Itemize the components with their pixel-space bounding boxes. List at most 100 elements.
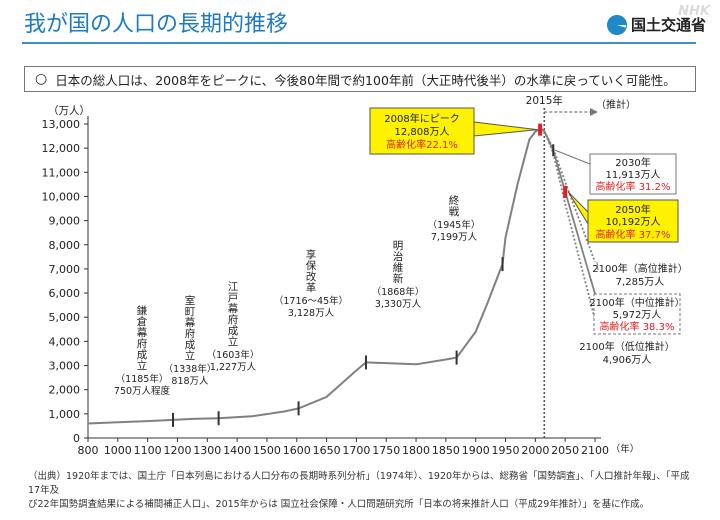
peak-callout-box bbox=[369, 107, 475, 155]
event-name-char: 戸 bbox=[228, 292, 239, 304]
projection-start-label: 2015年 bbox=[526, 94, 563, 107]
summary-bullet: ○ bbox=[35, 71, 48, 87]
event-name-char: 幕 bbox=[185, 316, 196, 329]
ministry-logo: 国土交通省 bbox=[606, 14, 706, 35]
x-tick-label: 1100 bbox=[134, 444, 162, 457]
y-tick-label: 1,000 bbox=[49, 408, 81, 421]
event-name-char: 新 bbox=[393, 272, 404, 285]
label-2050-rate: 高齢化率 37.7% bbox=[596, 228, 671, 241]
y-axis-label: （万人） bbox=[48, 105, 90, 117]
event-detail: （1603年） bbox=[207, 349, 260, 361]
event-name-char: 立 bbox=[228, 335, 239, 348]
event-name-char: 町 bbox=[185, 306, 196, 318]
watermark: NHK bbox=[678, 4, 710, 19]
summary-box: ○ 日本の総人口は、2008年をピークに、今後80年間で約100年前（大正時代後… bbox=[24, 66, 696, 92]
x-tick-label: 1600 bbox=[283, 444, 311, 457]
label-high-pointer bbox=[596, 261, 599, 271]
marker-2050 bbox=[563, 185, 568, 198]
x-axis-label: （年） bbox=[611, 443, 640, 455]
y-tick-label: 0 bbox=[73, 432, 80, 445]
page-title: 我が国の人口の長期的推移 bbox=[24, 12, 289, 37]
event-amount: 7,199万人 bbox=[431, 232, 478, 243]
label-2050-value: 10,192万人 bbox=[606, 216, 661, 228]
event-name-char: 戦 bbox=[449, 205, 460, 218]
event-name-char: 成 bbox=[137, 349, 148, 361]
x-tick-label: 1000 bbox=[104, 444, 132, 457]
event-detail: （1945年） bbox=[428, 219, 481, 231]
y-tick-label: 13,000 bbox=[42, 118, 81, 131]
peak-marker bbox=[538, 123, 543, 136]
y-tick-label: 3,000 bbox=[49, 360, 81, 373]
event-name-char: 改 bbox=[306, 270, 317, 283]
x-tick-label: 2050 bbox=[551, 444, 579, 457]
x-tick-label: 2000 bbox=[521, 444, 549, 457]
event-name-char: 治 bbox=[393, 250, 404, 263]
x-tick-label: 1500 bbox=[253, 444, 281, 457]
projection-arrow-head bbox=[590, 108, 598, 116]
x-tick-label: 2100 bbox=[581, 444, 609, 457]
label-mid-rate: 高齢化率 38.3% bbox=[600, 320, 675, 333]
x-tick-label: 1800 bbox=[402, 444, 430, 457]
x-tick-label: 1300 bbox=[193, 444, 221, 457]
callout-2030-pointer bbox=[555, 149, 591, 165]
event-name-char: 江 bbox=[228, 281, 239, 293]
label-high-value: 7,285万人 bbox=[616, 276, 665, 288]
event-detail: （1716～45年） bbox=[274, 295, 348, 307]
event-name-char: 成 bbox=[185, 339, 196, 351]
source-line-1: （出典）1920年までは、国土庁「日本列島における人口分布の長期時系列分析」（1… bbox=[28, 471, 690, 496]
y-tick-label: 12,000 bbox=[42, 142, 81, 155]
event-amount: 3,330万人 bbox=[375, 299, 422, 310]
event-name-char: 革 bbox=[306, 281, 317, 294]
event-name-char: 成 bbox=[228, 325, 239, 337]
y-tick-label: 4,000 bbox=[49, 335, 81, 348]
event-name-char: 府 bbox=[185, 327, 196, 340]
label-2030-rate: 高齢化率 31.2% bbox=[596, 180, 671, 193]
x-tick-label: 1200 bbox=[163, 444, 191, 457]
event-amount: 3,128万人 bbox=[288, 308, 335, 319]
event-name-char: 鎌 bbox=[137, 304, 148, 317]
event-detail: （1185年） bbox=[116, 373, 169, 385]
ministry-name: 国土交通省 bbox=[630, 16, 706, 34]
y-tick-label: 7,000 bbox=[49, 263, 81, 276]
callout-mid-box bbox=[593, 293, 681, 335]
ministry-emblem-icon bbox=[606, 14, 627, 35]
callout-2050-box bbox=[587, 199, 679, 243]
title-divider bbox=[22, 42, 696, 44]
callout-2050-pointer bbox=[567, 191, 589, 226]
series-line-projection_mid bbox=[543, 130, 596, 295]
source-footer: （出典）1920年までは、国土庁「日本列島における人口分布の長期時系列分析」（1… bbox=[28, 470, 698, 512]
event-name-char: 保 bbox=[306, 259, 317, 272]
event-name-char: 府 bbox=[228, 313, 239, 326]
event-name-char: 倉 bbox=[137, 315, 148, 328]
event-name-char: 維 bbox=[393, 261, 404, 274]
x-tick-label: 1650 bbox=[313, 444, 341, 457]
event-name-char: 室 bbox=[185, 294, 196, 307]
event-amount: 750万人程度 bbox=[114, 385, 171, 397]
event-detail: （1338年） bbox=[164, 363, 217, 375]
series-line-historical bbox=[87, 127, 545, 425]
event-name-char: 府 bbox=[137, 337, 148, 350]
summary-text: 日本の総人口は、2008年をピークに、今後80年間で約100年前（大正時代後半）… bbox=[55, 72, 676, 88]
label-high-2100: 2100年（高位推計） bbox=[592, 262, 687, 275]
y-tick-label: 8,000 bbox=[49, 239, 81, 252]
y-tick-label: 9,000 bbox=[49, 215, 81, 228]
event-amount: 818万人 bbox=[171, 376, 209, 387]
event-name-char: 幕 bbox=[228, 302, 239, 315]
source-line-2: び22年国勢調査結果による補間補正人口」、2015年からは 国立社会保障・人口問… bbox=[28, 499, 650, 510]
callout-2030-box bbox=[589, 153, 677, 195]
x-tick-label: 800 bbox=[78, 444, 99, 457]
event-name-char: 幕 bbox=[137, 326, 148, 339]
event-name-char: 立 bbox=[137, 359, 148, 372]
event-amount: 1,227万人 bbox=[210, 362, 257, 373]
label-mid-2100: 2100年（中位推計） bbox=[589, 296, 684, 309]
series-line-projection_low bbox=[543, 130, 596, 320]
label-low-value: 4,906万人 bbox=[603, 354, 652, 366]
event-name-char: 終 bbox=[449, 194, 460, 207]
y-tick-label: 2,000 bbox=[49, 384, 81, 397]
event-detail: （1868年） bbox=[372, 286, 425, 298]
y-tick-label: 5,000 bbox=[49, 311, 81, 324]
x-tick-label: 1950 bbox=[492, 444, 520, 457]
label-low-2100: 2100年（低位推計） bbox=[579, 340, 674, 353]
x-tick-label: 1850 bbox=[432, 444, 460, 457]
label-mid-value: 5,972万人 bbox=[613, 309, 662, 321]
